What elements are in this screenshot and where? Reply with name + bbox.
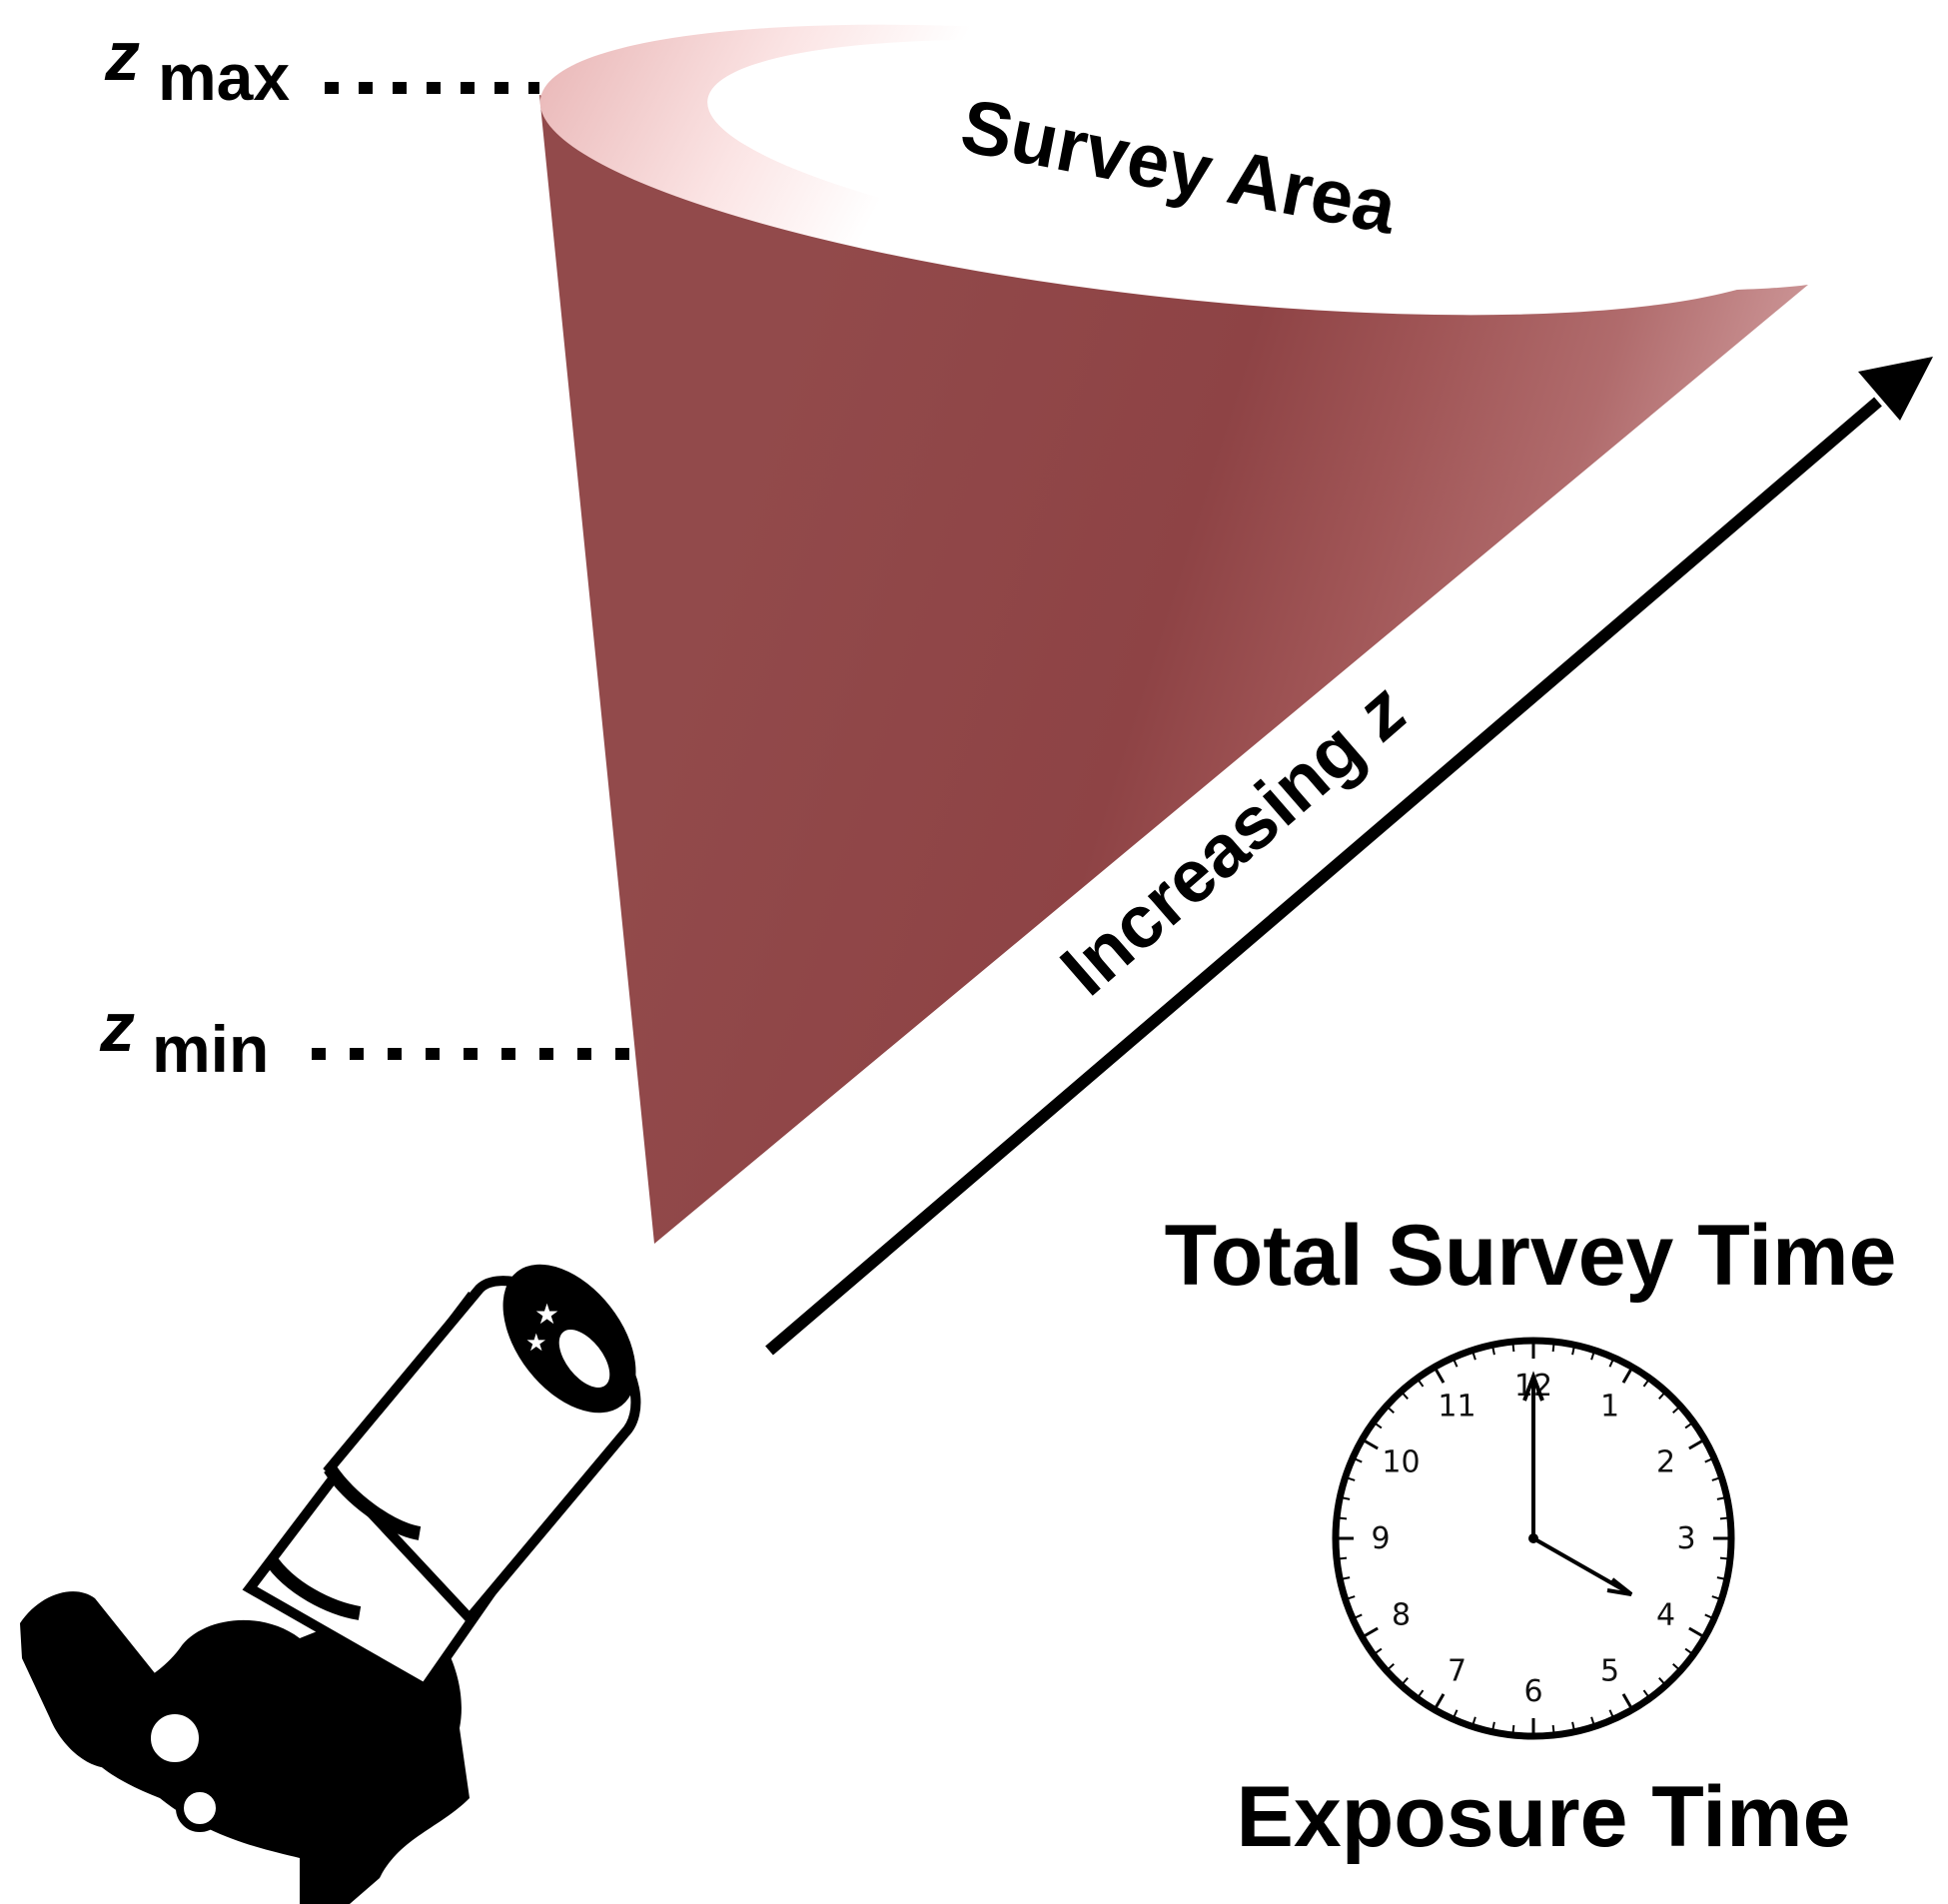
clock-tick — [1719, 1516, 1729, 1520]
clock-tick — [1471, 1716, 1476, 1725]
clock-tick — [1642, 1379, 1650, 1388]
clock-tick — [1471, 1352, 1476, 1361]
telescope-knob-2 — [176, 1784, 224, 1832]
total-survey-time-label: Total Survey Time — [1165, 1208, 1897, 1304]
clock-number: 1 — [1600, 1389, 1619, 1424]
clock-tick — [1688, 1438, 1704, 1450]
clock-tick — [1672, 1407, 1680, 1414]
clock-tick — [1551, 1343, 1555, 1353]
clock-tick — [1453, 1709, 1459, 1718]
clock-tick — [1347, 1476, 1356, 1481]
clock-tick — [1338, 1556, 1348, 1560]
clock-tick — [1590, 1716, 1595, 1725]
clock-tick — [1402, 1392, 1409, 1400]
clock-tick — [1374, 1647, 1383, 1655]
clock-tick — [1711, 1595, 1720, 1600]
clock-ticks — [1338, 1343, 1729, 1734]
clock-minute-hand-tip — [1522, 1371, 1544, 1402]
clock-tick — [1672, 1663, 1680, 1670]
zmin-subscript: min — [152, 1012, 269, 1086]
clock-number: 7 — [1448, 1654, 1466, 1689]
clock-number: 5 — [1600, 1654, 1619, 1689]
clock-tick — [1571, 1347, 1575, 1356]
clock-number: 3 — [1676, 1521, 1695, 1556]
exposure-time-label: Exposure Time — [1237, 1769, 1851, 1865]
clock-tick — [1688, 1626, 1704, 1638]
telescope-star-icon: ★ — [534, 1298, 559, 1331]
clock-tick — [1491, 1721, 1495, 1730]
increasing-z-arrow — [765, 357, 1933, 1356]
zmax-subscript: max — [158, 40, 290, 114]
clock-tick — [1621, 1368, 1633, 1384]
clock-tick — [1453, 1359, 1459, 1368]
clock-number: 11 — [1438, 1389, 1475, 1424]
clock-tick — [1387, 1663, 1395, 1670]
zmin-label: z min — [99, 988, 269, 1086]
telescope-eyepiece — [20, 1591, 178, 1768]
clock-tick — [1491, 1347, 1495, 1356]
clock-tick — [1571, 1721, 1575, 1730]
clock-tick — [1608, 1709, 1614, 1718]
clock-tick — [1621, 1693, 1633, 1709]
clock-number: 2 — [1656, 1445, 1675, 1480]
clock-tick — [1608, 1359, 1614, 1368]
clock-center-pin — [1528, 1533, 1538, 1543]
clock-tick — [1434, 1693, 1446, 1709]
telescope-star-icon-2: ★ — [525, 1329, 547, 1357]
telescope-mount — [70, 1598, 470, 1904]
clock-tick — [1716, 1576, 1725, 1580]
clock-number: 4 — [1656, 1598, 1675, 1633]
telescope-ring-2 — [264, 1553, 362, 1620]
clock-tick — [1684, 1422, 1693, 1429]
clock-tick — [1711, 1476, 1720, 1481]
clock-number: 8 — [1392, 1598, 1411, 1633]
clock-number: 6 — [1523, 1674, 1542, 1709]
cone-body — [539, 95, 1808, 1244]
clock-tick — [1374, 1422, 1383, 1429]
clock-tick — [1417, 1689, 1425, 1698]
clock-tick — [1551, 1724, 1555, 1734]
clock-tick — [1511, 1343, 1515, 1353]
clock-tick — [1363, 1626, 1379, 1638]
clock-number: 10 — [1382, 1445, 1420, 1480]
clock-tick — [1402, 1677, 1409, 1685]
clock-tick — [1354, 1613, 1363, 1619]
telescope-ring — [324, 1463, 422, 1540]
telescope-icon: ★ ★ — [20, 1264, 641, 1904]
clock-tick — [1704, 1613, 1713, 1619]
clock-tick — [1716, 1496, 1725, 1500]
arrowhead-icon — [1858, 357, 1933, 421]
clock-number: 9 — [1371, 1521, 1390, 1556]
survey-cone — [539, 24, 1812, 1244]
clock-tick — [1704, 1457, 1713, 1463]
clock-tick — [1511, 1724, 1515, 1734]
clock-hour-hand-tip — [1606, 1577, 1633, 1596]
zmax-variable: z — [104, 17, 140, 95]
cone-top-opening — [707, 39, 1790, 281]
clock-tick — [1354, 1457, 1363, 1463]
telescope-knob — [143, 1706, 207, 1770]
clock-tick — [1347, 1595, 1356, 1600]
clock-tick — [1417, 1379, 1425, 1388]
clock-tick — [1434, 1368, 1446, 1384]
clock-tick — [1363, 1438, 1379, 1450]
zmax-label: z max — [104, 17, 290, 114]
clock-tick — [1342, 1576, 1351, 1580]
clock-tick — [1719, 1556, 1729, 1560]
clock-tick — [1684, 1647, 1693, 1655]
telescope-moon-icon — [558, 1330, 610, 1388]
clock-tick — [1342, 1496, 1351, 1500]
clock-tick — [1590, 1352, 1595, 1361]
clock-tick — [1642, 1689, 1650, 1698]
clock-tick — [1387, 1407, 1395, 1414]
zmin-variable: z — [99, 988, 135, 1066]
clock-tick — [1338, 1516, 1348, 1520]
clock-hour-hand — [1532, 1536, 1632, 1596]
clock-tick — [1658, 1677, 1665, 1685]
clock-tick — [1658, 1392, 1665, 1400]
